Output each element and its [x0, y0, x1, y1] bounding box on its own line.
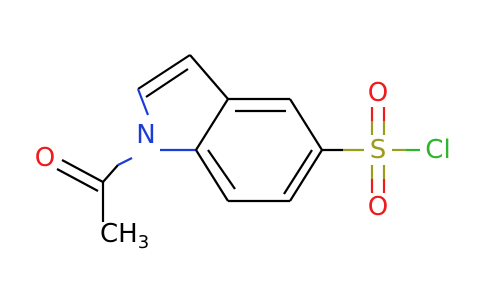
atom-o-top: O — [368, 78, 388, 108]
atom-n: N — [136, 120, 155, 150]
bond-co-1 — [61, 159, 104, 183]
ch3-main: CH — [100, 219, 138, 249]
bond-c2-c3-inner — [145, 68, 189, 98]
bond-c3-c3a — [189, 54, 229, 100]
atom-o-bottom: O — [368, 192, 388, 222]
atom-o-acetyl: O — [35, 143, 55, 173]
atom-s: S — [370, 135, 387, 165]
bond-n-acyl — [117, 157, 133, 166]
atom-ch3: CH3 — [100, 219, 149, 253]
bond-c4-c5 — [289, 98, 323, 151]
bond-c7-c7a-inner — [207, 149, 236, 190]
bond-n-c2 — [136, 88, 150, 116]
atom-cl: Cl — [425, 135, 450, 165]
bond-acyl-c — [102, 164, 119, 183]
bond-c5-c6-inner — [283, 149, 313, 195]
bond-co-2 — [56, 168, 99, 192]
bond-c3a-c7a — [195, 98, 229, 151]
bond-c7-c7a — [195, 149, 229, 202]
bond-c2-c3 — [137, 54, 191, 90]
ch3-subscript: 3 — [138, 232, 149, 253]
bond-c5-c6 — [289, 149, 323, 202]
